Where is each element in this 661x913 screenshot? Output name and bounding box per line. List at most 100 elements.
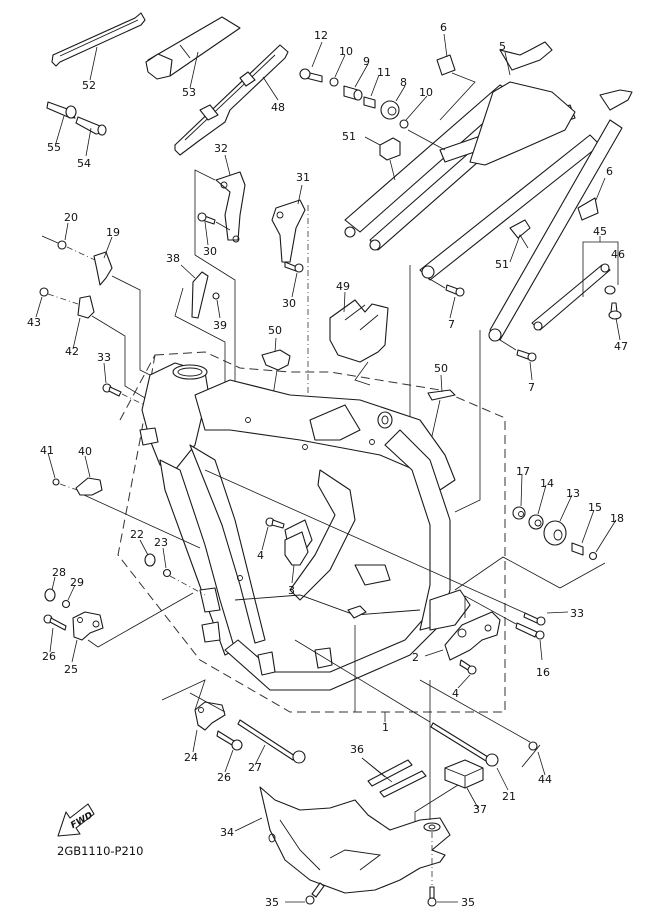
part-3-bracket bbox=[284, 531, 309, 584]
part-53-socket-tool bbox=[145, 16, 241, 89]
callout-47: 47 bbox=[614, 340, 628, 353]
callout-35a: 35 bbox=[265, 896, 279, 909]
part-54-screw-adapter bbox=[75, 116, 107, 157]
callout-33b: 33 bbox=[570, 607, 584, 620]
part-44-cotter-pin bbox=[419, 679, 546, 776]
callout-26a: 26 bbox=[42, 650, 56, 663]
part-21-long-bolt bbox=[294, 639, 509, 791]
part-23-washer bbox=[162, 547, 206, 596]
part-51-clamp-lower bbox=[509, 219, 531, 263]
part-29-washer bbox=[61, 584, 76, 609]
callout-32: 32 bbox=[214, 142, 228, 155]
callout-48: 48 bbox=[271, 101, 285, 114]
callout-5: 5 bbox=[499, 40, 506, 53]
callout-50b: 50 bbox=[434, 362, 448, 375]
part-35-bolt-left bbox=[285, 882, 325, 905]
part-2-bracket bbox=[424, 611, 501, 661]
part-50-clamp-b bbox=[427, 374, 456, 446]
part-40-clamp bbox=[75, 455, 201, 549]
callout-54: 54 bbox=[77, 157, 91, 170]
callout-42: 42 bbox=[65, 345, 79, 358]
callout-19: 19 bbox=[106, 226, 120, 239]
part-46-nut bbox=[604, 285, 616, 295]
part-39-screw bbox=[212, 292, 221, 319]
part-1-main-frame bbox=[139, 362, 471, 722]
part-16-bolt bbox=[464, 595, 545, 661]
callout-51b: 51 bbox=[495, 258, 509, 271]
callout-7b: 7 bbox=[528, 381, 535, 394]
callout-25: 25 bbox=[64, 663, 78, 676]
pivot-hardware-stack bbox=[299, 41, 446, 151]
part-27-long-bolt bbox=[189, 692, 306, 766]
callout-52: 52 bbox=[82, 79, 96, 92]
part-43-screw bbox=[35, 287, 79, 318]
part-5-rear-frame bbox=[344, 41, 633, 342]
callout-44: 44 bbox=[538, 773, 552, 786]
part-32-plate bbox=[194, 154, 246, 255]
callout-28: 28 bbox=[52, 566, 66, 579]
callout-26b: 26 bbox=[217, 771, 231, 784]
callout-27: 27 bbox=[248, 761, 262, 774]
callout-30a: 30 bbox=[203, 245, 217, 258]
callout-24: 24 bbox=[184, 751, 198, 764]
part-7-bolt-lower bbox=[499, 339, 537, 381]
part-4-bolt-b bbox=[457, 659, 477, 689]
callout-20: 20 bbox=[64, 211, 78, 224]
callout-4b: 4 bbox=[452, 687, 459, 700]
callout-16: 16 bbox=[536, 666, 550, 679]
callout-31: 31 bbox=[296, 171, 310, 184]
callout-37: 37 bbox=[473, 803, 487, 816]
callout-35b: 35 bbox=[461, 896, 475, 909]
part-6-label-plate-lower bbox=[577, 177, 606, 221]
callout-41: 41 bbox=[40, 444, 54, 457]
part-33-bolt-lower bbox=[204, 469, 569, 626]
part-35-bolt-right bbox=[427, 886, 458, 907]
callout-8: 8 bbox=[400, 76, 407, 89]
callout-17: 17 bbox=[516, 465, 530, 478]
callout-43: 43 bbox=[27, 316, 41, 329]
callout-2: 2 bbox=[412, 651, 419, 664]
callout-23: 23 bbox=[154, 536, 168, 549]
callout-50a: 50 bbox=[268, 324, 282, 337]
part-26-bolt-a bbox=[43, 614, 67, 653]
callout-33a: 33 bbox=[97, 351, 111, 364]
part-37-block bbox=[414, 759, 484, 835]
callout-4a: 4 bbox=[257, 549, 264, 562]
part-52-wrench bbox=[51, 12, 146, 81]
part-7-bolt-upper bbox=[427, 277, 465, 319]
part-30-bolt-a bbox=[197, 212, 231, 246]
callout-7a: 7 bbox=[448, 318, 455, 331]
callout-10b: 10 bbox=[419, 86, 433, 99]
callout-38: 38 bbox=[166, 252, 180, 265]
callout-39: 39 bbox=[213, 319, 227, 332]
assembly-boundary bbox=[117, 351, 506, 713]
part-25-bracket bbox=[71, 592, 194, 663]
part-36-rubber-strips bbox=[361, 757, 427, 798]
callout-40: 40 bbox=[78, 445, 92, 458]
part-41-screw bbox=[47, 452, 81, 492]
callout-11: 11 bbox=[377, 66, 391, 79]
callout-labels: 1 2 3 4 4 5 6 6 7 7 8 9 10 10 11 12 13 1… bbox=[27, 21, 628, 909]
callout-18: 18 bbox=[610, 512, 624, 525]
part-50-clamp-a bbox=[261, 337, 291, 403]
callout-21: 21 bbox=[502, 790, 516, 803]
callout-22: 22 bbox=[130, 528, 144, 541]
leader-rear-frame-link-b bbox=[454, 330, 481, 513]
callout-13: 13 bbox=[566, 487, 580, 500]
callout-53: 53 bbox=[182, 86, 196, 99]
callout-14: 14 bbox=[540, 477, 554, 490]
fwd-arrow-icon: FWD bbox=[57, 803, 95, 837]
drawing-code: 2GB1110-P210 bbox=[57, 844, 143, 858]
leader-32-path bbox=[194, 254, 236, 420]
callout-29: 29 bbox=[70, 576, 84, 589]
part-47-bolt bbox=[608, 302, 622, 341]
part-33-bolt-upper bbox=[102, 362, 176, 421]
part-55-nut-adapter bbox=[46, 101, 77, 144]
part-26-bolt-b bbox=[216, 730, 243, 773]
callout-49: 49 bbox=[336, 280, 350, 293]
part-51-clamp-upper bbox=[364, 136, 401, 181]
rear-mount-hardware-stack bbox=[454, 473, 617, 591]
callout-6a: 6 bbox=[440, 21, 447, 34]
part-49-cover bbox=[329, 291, 389, 386]
